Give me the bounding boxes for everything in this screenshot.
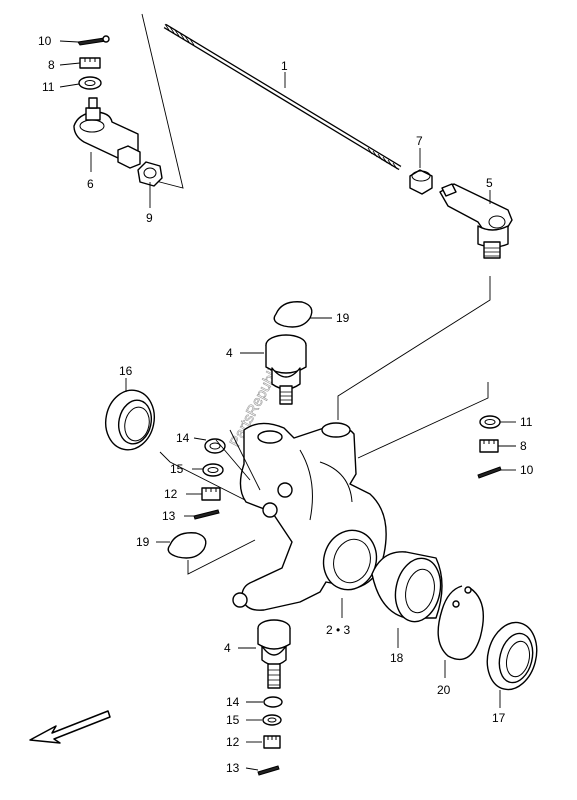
washer-14-middle — [204, 438, 226, 454]
label-4-upper: 4 — [226, 346, 233, 360]
steering-knuckle — [232, 422, 387, 611]
label-14-lower: 14 — [226, 695, 240, 709]
label-13-middle: 13 — [162, 509, 176, 523]
label-9: 9 — [146, 211, 153, 225]
oil-seal-17 — [486, 621, 538, 691]
cotter-pin-13-middle — [193, 509, 220, 520]
label-11-right: 11 — [520, 415, 533, 429]
washer-11-upper — [78, 76, 102, 90]
label-19-upper: 19 — [336, 311, 350, 325]
ball-joint-4-upper — [265, 334, 307, 405]
label-19-lower: 19 — [136, 535, 150, 549]
leader-lines — [59, 40, 516, 771]
washer-15-middle — [202, 463, 224, 477]
label-13-lower: 13 — [226, 761, 240, 775]
part-labels: 10 8 11 6 9 1 7 5 19 4 16 11 8 10 14 15 … — [38, 34, 534, 775]
wheel-bearing-18 — [371, 551, 443, 623]
castle-nut-8-right — [479, 439, 499, 453]
label-16: 16 — [119, 364, 133, 378]
label-17: 17 — [492, 711, 506, 725]
label-2-3: 2 • 3 — [326, 623, 351, 637]
cotter-pin-10-upper — [77, 35, 110, 46]
label-1: 1 — [281, 59, 288, 73]
label-14-middle: 14 — [176, 431, 190, 445]
ball-joint-4-lower — [257, 619, 291, 689]
label-11-upper: 11 — [42, 80, 55, 94]
tie-rod — [141, 13, 402, 189]
castle-nut-12-lower — [263, 735, 281, 749]
tie-rod-end-6 — [73, 97, 141, 169]
castle-nut-12-middle — [201, 487, 221, 501]
label-15-middle: 15 — [170, 462, 184, 476]
nut-7 — [409, 169, 433, 195]
label-5: 5 — [486, 176, 493, 190]
washer-14-lower — [263, 696, 283, 708]
label-6: 6 — [87, 177, 94, 191]
oil-seal-16 — [105, 389, 155, 451]
washer-15-lower — [262, 714, 282, 726]
label-18: 18 — [390, 651, 404, 665]
label-12-lower: 12 — [226, 735, 240, 749]
arrow-front-left-icon — [29, 710, 111, 744]
label-7: 7 — [416, 134, 423, 148]
label-20: 20 — [437, 683, 451, 697]
circlip-20 — [437, 585, 484, 661]
label-8-right: 8 — [520, 439, 527, 453]
tie-rod-end-5 — [439, 183, 513, 259]
nut-9 — [137, 161, 163, 187]
cotter-pin-10-right — [477, 466, 502, 479]
label-15-lower: 15 — [226, 713, 240, 727]
cotter-pin-13-lower — [257, 765, 280, 776]
castle-nut-8-upper — [79, 57, 101, 69]
washer-11-right — [479, 415, 501, 429]
label-8-upper: 8 — [48, 58, 55, 72]
label-4-lower: 4 — [224, 641, 231, 655]
circlip-19-lower — [167, 532, 207, 559]
label-10-upper: 10 — [38, 34, 52, 48]
label-10-right: 10 — [520, 463, 534, 477]
label-12-middle: 12 — [164, 487, 178, 501]
circlip-19-upper — [273, 301, 313, 328]
